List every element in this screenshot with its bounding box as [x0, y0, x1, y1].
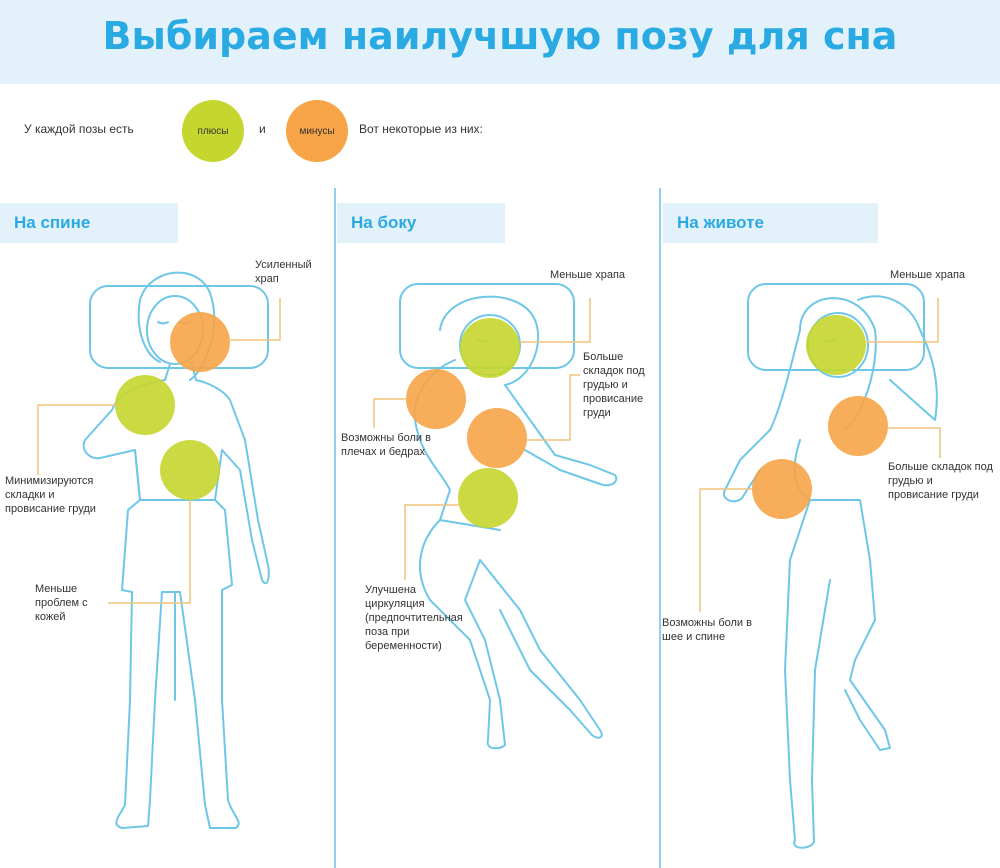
- stomach-label-back: Возможны боли в шее и спине: [662, 617, 752, 643]
- back-label-chest: Минимизируются складки и провисание груд…: [5, 475, 96, 515]
- column-header-side: На боку: [337, 203, 505, 243]
- legend-and: и: [259, 122, 266, 136]
- side-hair: [439, 295, 540, 386]
- minus-legend-label: минусы: [299, 125, 335, 137]
- stomach-pose-markers: [752, 315, 888, 519]
- side-pose-markers: [406, 318, 527, 528]
- side-plus-circulation: [458, 468, 518, 528]
- stomach-body: [723, 295, 938, 849]
- back-torso: [82, 363, 270, 829]
- side-label-snore: Меньше храпа: [550, 269, 626, 281]
- legend: У каждой позы есть плюсы и минусы Вот не…: [0, 100, 1000, 162]
- plus-legend-label: плюсы: [197, 125, 229, 137]
- page-title: Выбираем наилучшую позу для сна: [102, 14, 898, 58]
- side-plus-snore: [460, 318, 520, 378]
- plus-legend-dot: плюсы: [182, 100, 244, 162]
- stomach-minus-chest: [828, 396, 888, 456]
- side-minus-shoulders: [406, 369, 466, 429]
- back-pose-markers: [115, 312, 230, 500]
- back-pose-figure: [82, 271, 270, 829]
- side-label-shoulders: Возможны боли в плечах и бедрах: [341, 432, 431, 458]
- side-minus-chest: [467, 408, 527, 468]
- column-header-back: На спине: [0, 203, 178, 243]
- legend-suffix: Вот некоторые из них:: [359, 122, 483, 136]
- title-banner: [0, 0, 1000, 84]
- back-plus-skin: [160, 440, 220, 500]
- column-divider-1: [334, 188, 336, 868]
- side-leaders: [373, 298, 591, 580]
- stomach-label-snore: Меньше храпа: [890, 269, 966, 281]
- side-label-circulation: Улучшена циркуляция (предпочтительная по…: [365, 584, 463, 652]
- column-header-stomach: На животе: [663, 203, 878, 243]
- stomach-leaders: [699, 298, 941, 612]
- column-divider-2: [659, 188, 661, 868]
- legend-prefix: У каждой позы есть: [24, 122, 134, 136]
- back-plus-chest: [115, 375, 175, 435]
- stomach-plus-snore: [806, 315, 866, 375]
- back-label-snore: Усиленный храп: [255, 259, 312, 285]
- stomach-label-chest: Больше складок под грудью и провисание г…: [888, 461, 993, 501]
- stomach-minus-back: [752, 459, 812, 519]
- back-minus-snore: [170, 312, 230, 372]
- back-pillow: [89, 285, 269, 369]
- back-leaders: [37, 298, 281, 604]
- back-label-skin: Меньше проблем с кожей: [35, 583, 88, 623]
- minus-legend-dot: минусы: [286, 100, 348, 162]
- side-label-chest: Больше складок под грудью и провисание г…: [583, 351, 645, 419]
